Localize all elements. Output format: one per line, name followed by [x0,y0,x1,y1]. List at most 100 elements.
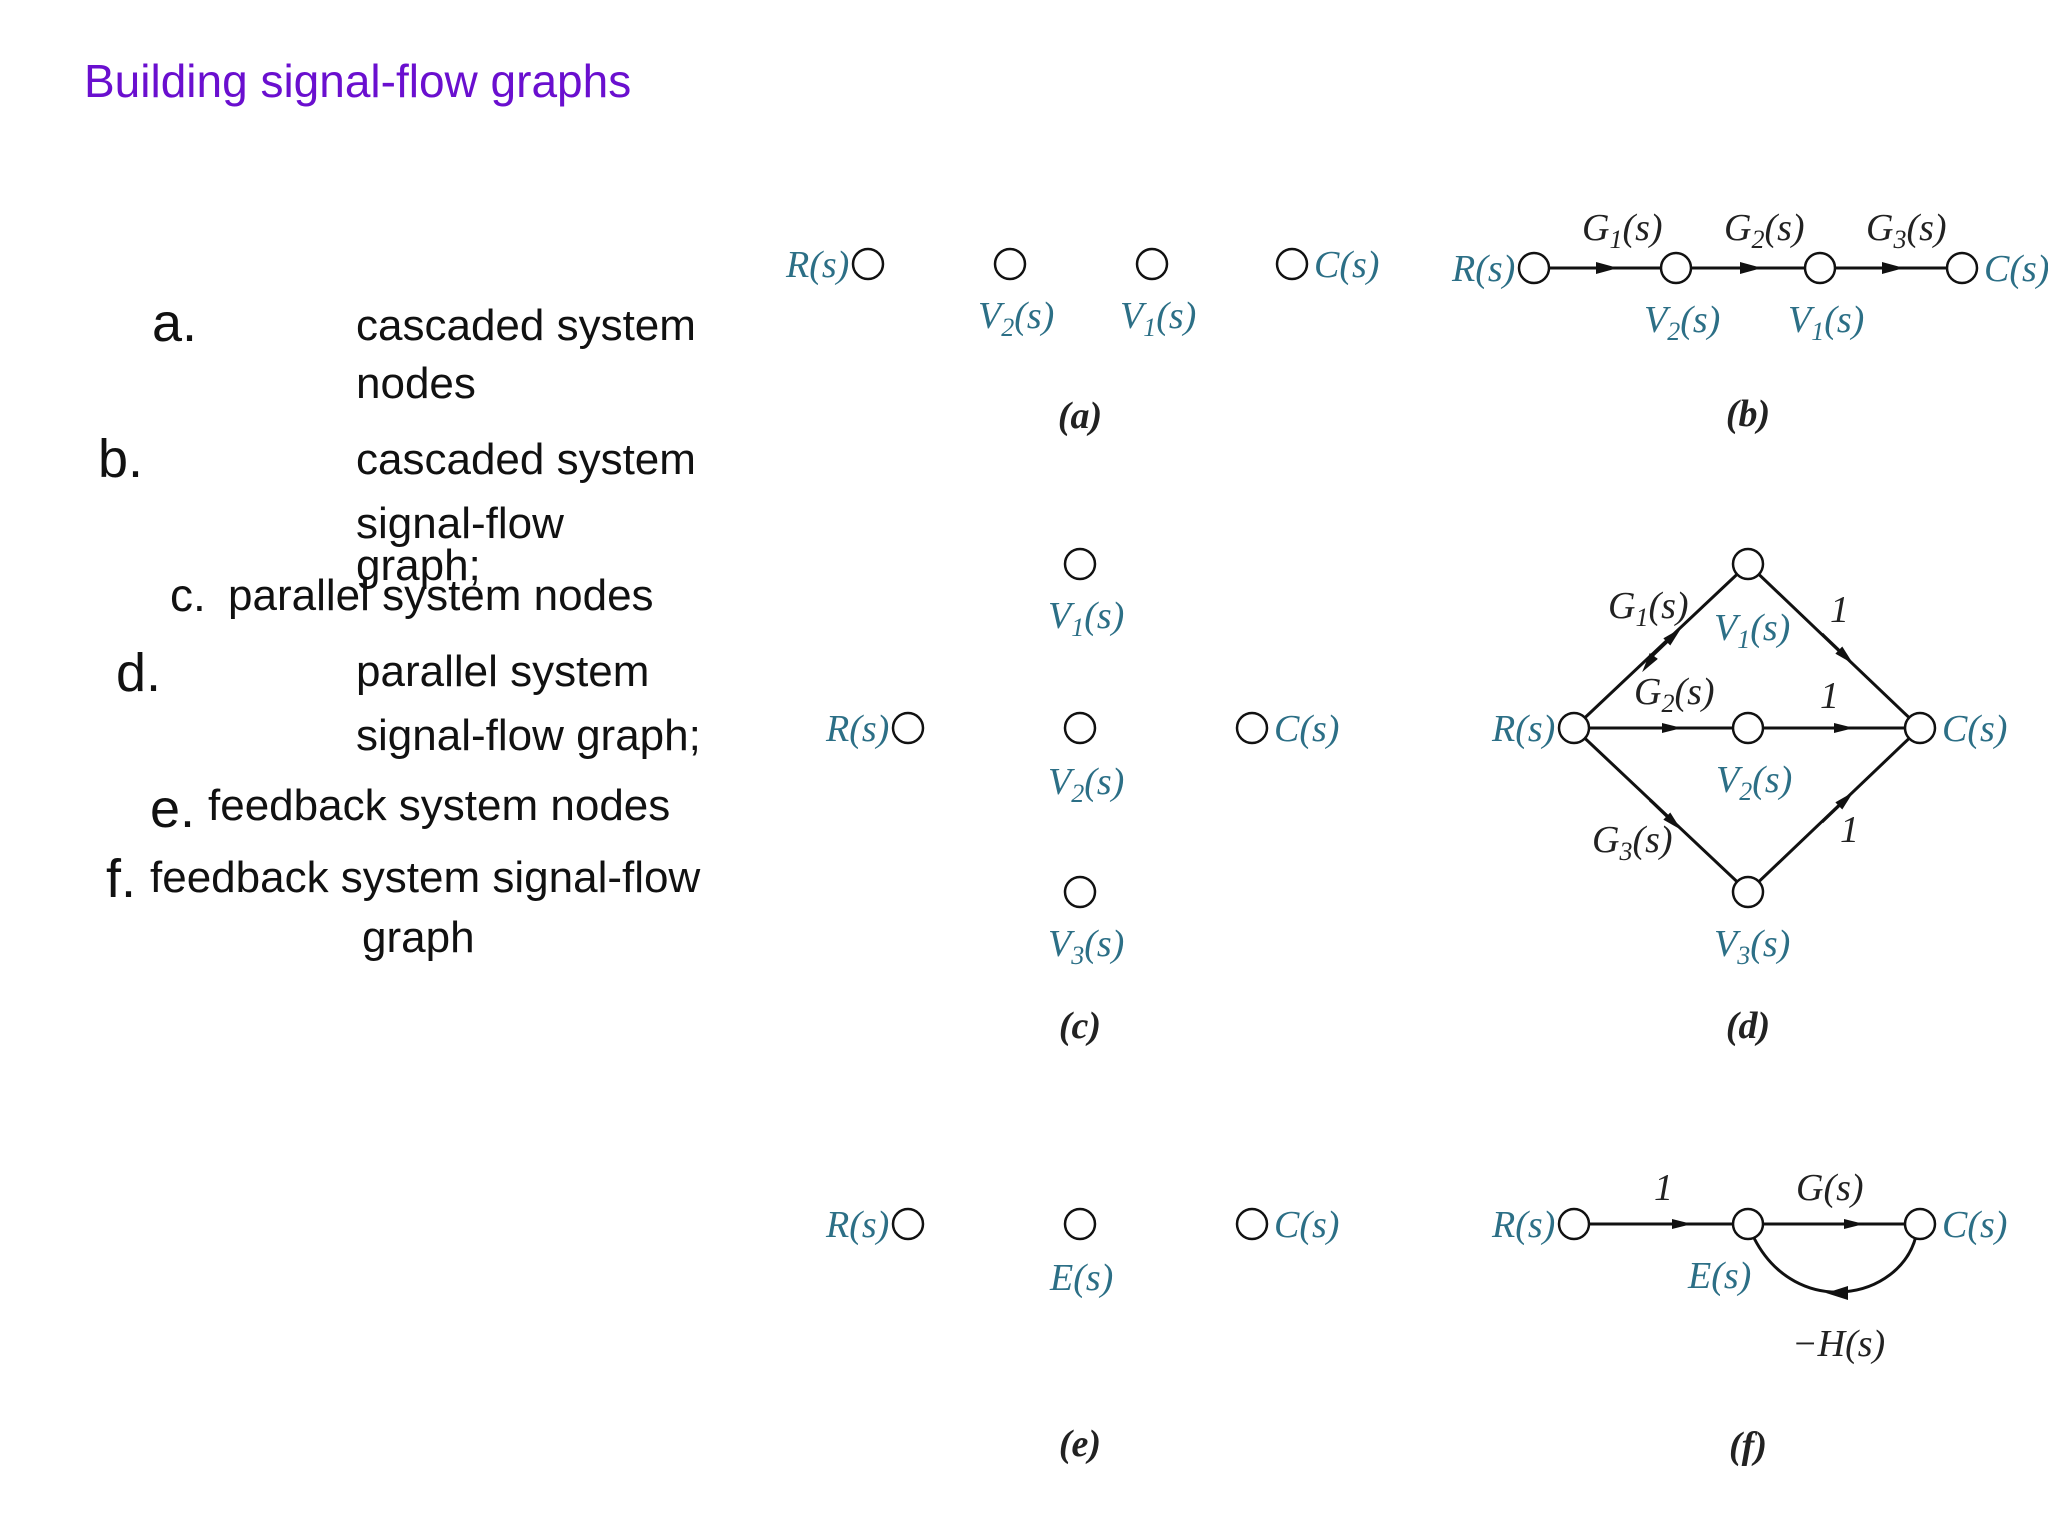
gain-d-4: 1 [1830,589,1849,631]
caption-d: (d) [1726,1005,1770,1047]
label-f-r: R(s) [1491,1204,1555,1246]
list-marker-e: e. [150,779,196,839]
list-item-a-line-2: nodes [356,359,476,408]
gain-b-1: G1(s) [1582,207,1663,254]
list-item-a-line-1: cascaded system [356,301,696,350]
node-c-v3 [1063,875,1097,909]
list-item-b: cascaded system signal-flow graph; [356,428,696,598]
label-a-r: R(s) [785,244,849,286]
label-d-v2: V2(s) [1716,759,1792,806]
arrow-d-6-head [1820,792,1854,824]
gain-b-2: G2(s) [1724,207,1805,254]
caption-b: (b) [1726,393,1770,435]
label-b-v2: V2(s) [1644,299,1720,346]
label-b-r: R(s) [1451,248,1515,290]
node-b-r [1517,251,1551,285]
node-e-r [891,1207,925,1241]
label-f-e: E(s) [1687,1255,1751,1297]
list-item-d-line-2: signal-flow graph; [356,711,701,760]
node-f-e [1731,1207,1765,1241]
slide-title: Building signal-flow graphs [84,55,632,107]
label-c-r: R(s) [825,708,889,750]
list-item-c-line-1: parallel system nodes [228,571,654,620]
diagram-d: R(s) V1(s) V2(s) V3(s) C(s) G1(s) G2(s) … [1491,547,2007,1047]
label-f-c: C(s) [1942,1204,2007,1246]
node-d-v3 [1731,875,1765,909]
node-b-v2 [1659,251,1693,285]
diagram-f: R(s) E(s) C(s) 1 G(s) −H(s) (f) [1491,1167,2007,1467]
label-b-v1: V1(s) [1788,299,1864,346]
list-marker-f: f. [106,849,137,909]
list-item-f-line-2: graph [362,913,475,962]
arrow-d-3-head [1648,798,1682,830]
list-item-a: cascaded system nodes [356,294,696,416]
label-d-v3: V3(s) [1714,923,1790,970]
node-a-c [1275,247,1309,281]
node-c-c [1235,711,1269,745]
list-item-f-line-1: feedback system signal-flow [150,853,701,902]
label-e-e: E(s) [1049,1257,1113,1299]
node-c-v2 [1063,711,1097,745]
gain-b-3: G3(s) [1866,207,1947,254]
gain-d-3: G3(s) [1592,819,1673,866]
node-c-r [891,711,925,745]
node-d-c [1903,711,1937,745]
label-b-c: C(s) [1984,248,2048,290]
label-c-v3: V3(s) [1048,923,1124,970]
label-a-c: C(s) [1314,244,1379,286]
label-d-r: R(s) [1491,708,1555,750]
node-a-v2 [993,247,1027,281]
label-d-v1: V1(s) [1714,607,1790,654]
diagram-a: R(s) V2(s) V1(s) C(s) (a) [785,244,1379,437]
caption-f: (f) [1729,1425,1767,1467]
arrow-b-3 [1882,262,1904,274]
list-marker-c: c. [170,569,206,621]
arrow-d-4-head [1820,632,1854,664]
list-item-e-line-1: feedback system nodes [208,781,671,830]
caption-e: (e) [1059,1423,1101,1465]
node-e-e [1063,1207,1097,1241]
node-f-c [1903,1207,1937,1241]
node-d-r [1557,711,1591,745]
gain-f-3: −H(s) [1792,1323,1885,1365]
node-a-r [851,247,885,281]
node-b-v1 [1803,251,1837,285]
node-e-c [1235,1207,1269,1241]
node-f-r [1557,1207,1591,1241]
list-item-b-line-1: cascaded system [356,435,696,484]
label-c-v2: V2(s) [1048,761,1124,808]
label-e-r: R(s) [825,1204,889,1246]
label-a-v1: V1(s) [1120,295,1196,342]
gain-d-1: G1(s) [1608,585,1689,632]
arrow-f-3-head [1826,1286,1848,1300]
gain-f-2: G(s) [1796,1167,1864,1209]
list-item-e: feedback system nodes [208,774,670,838]
arrow-b-1 [1596,262,1618,274]
label-c-v1: V1(s) [1048,595,1124,642]
arrow-b-2 [1740,262,1762,274]
label-a-v2: V2(s) [978,295,1054,342]
branch-f-3 [1752,1235,1918,1294]
caption-c: (c) [1059,1005,1101,1047]
list-item-f: feedback system signal-flow graph [150,846,700,970]
label-c-c: C(s) [1274,708,1339,750]
caption-a: (a) [1058,395,1102,437]
list-item-b-line-3: graph; [356,541,481,590]
node-c-v1 [1063,547,1097,581]
label-d-c: C(s) [1942,708,2007,750]
list-item-b-line-2: signal-flow [356,499,564,548]
diagram-e: R(s) E(s) C(s) (e) [825,1204,1339,1465]
list-marker-a: a. [152,293,198,353]
list-marker-b: b. [98,429,144,489]
node-d-v1 [1731,547,1765,581]
diagram-b: R(s) V2(s) V1(s) C(s) G1(s) G2(s) G3(s) … [1451,207,2048,435]
diagram-c: R(s) V1(s) V2(s) V3(s) C(s) (c) [825,547,1339,1047]
node-d-v2 [1731,711,1765,745]
list-item-d-line-1: parallel system [356,647,650,696]
node-a-v1 [1135,247,1169,281]
label-e-c: C(s) [1274,1204,1339,1246]
gain-d-5: 1 [1820,675,1839,717]
gain-f-1: 1 [1654,1167,1673,1209]
list-item-d: parallel system signal-flow graph; [356,640,701,768]
